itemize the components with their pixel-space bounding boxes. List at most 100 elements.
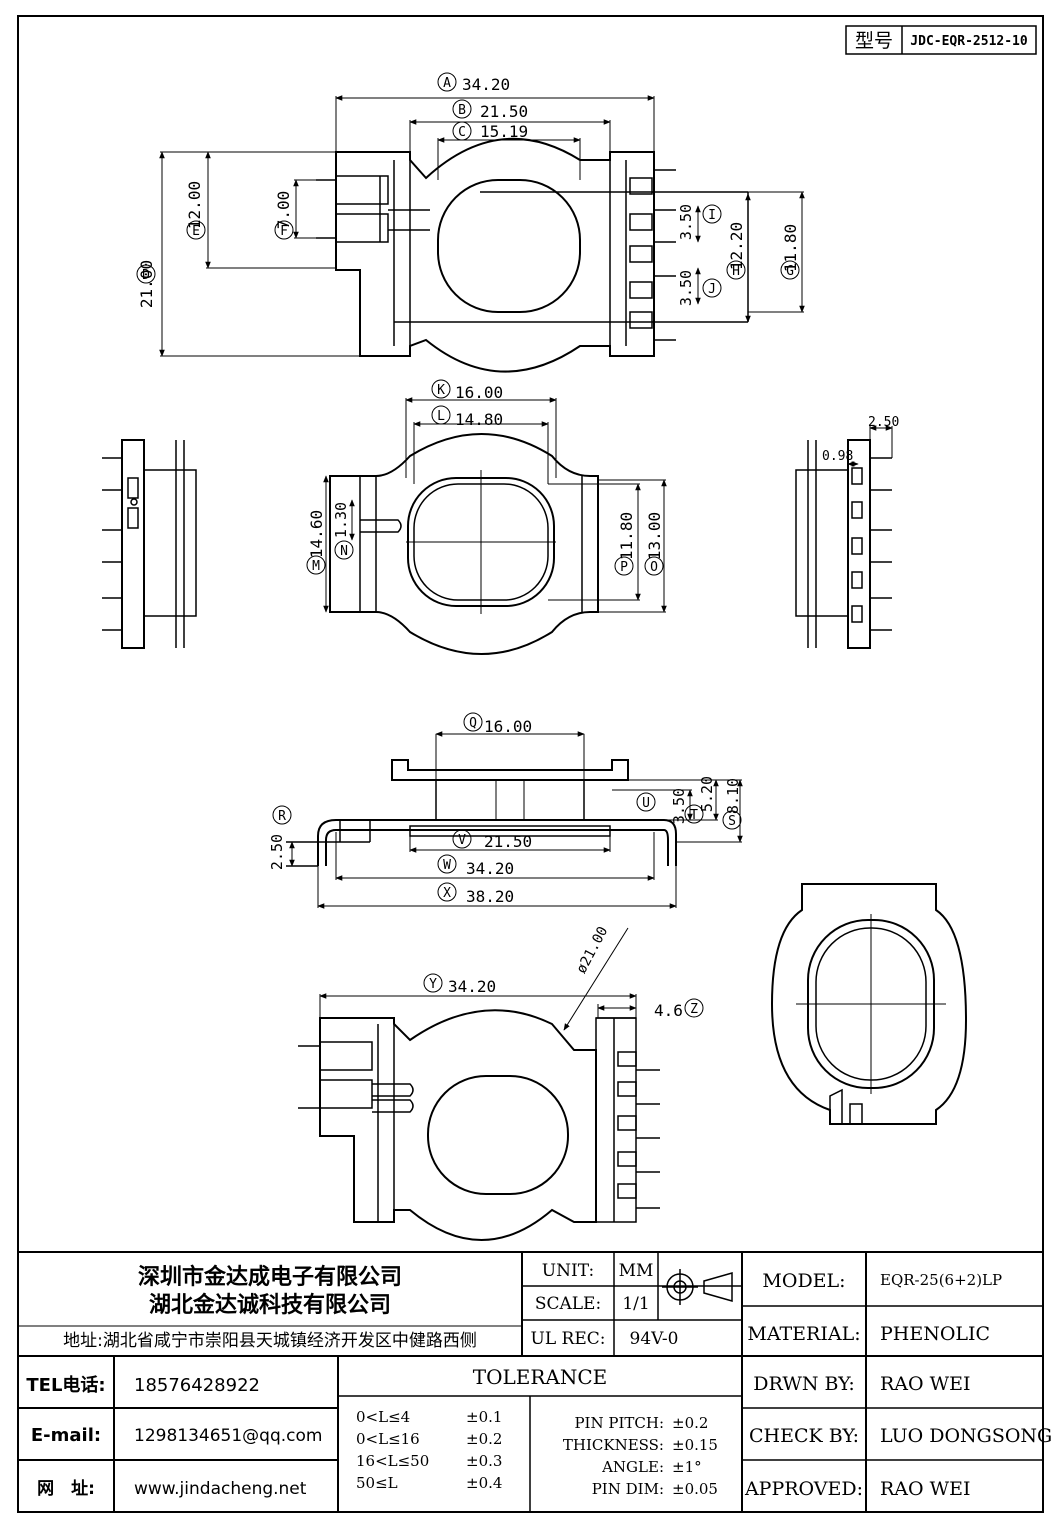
dim-phi: ø21.00: [574, 924, 612, 976]
model-number-box: 型号 JDC-EQR-2512-10: [845, 25, 1037, 55]
company-address: 地址:湖北省咸宁市崇阳县天城镇经济开发区中健路西侧: [63, 1331, 477, 1351]
dim-w: 34.20: [466, 859, 514, 878]
dim-l-callout: L 14.80: [431, 405, 503, 429]
side-elevation-view: [286, 734, 677, 867]
unit-label: UNIT:: [542, 1261, 594, 1281]
tol-range-2: 0<L≤16: [356, 1430, 420, 1448]
email-value: 1298134651@qq.com: [134, 1426, 322, 1446]
dim-x: 38.20: [466, 887, 514, 906]
dim-f-callout: 7.00: [274, 191, 293, 230]
dim-m-letter: M: [306, 555, 326, 575]
letter-s: S: [728, 814, 736, 829]
dim-y-callout: Y 34.20: [423, 973, 496, 996]
dim-v-callout: V 21.50: [452, 829, 532, 851]
letter-r: R: [278, 809, 286, 824]
spec-name-3: ANGLE:: [601, 1458, 664, 1476]
spec-tol-3: ±1°: [672, 1458, 702, 1476]
dim-r-letter: R: [272, 805, 292, 825]
dim-side-w: 2.50: [868, 415, 899, 430]
material-label: MATERIAL:: [747, 1323, 860, 1345]
dim-e-letter: E: [186, 220, 206, 240]
dim-p-letter: P: [614, 556, 634, 576]
drawn-label: DRWN BY:: [753, 1373, 855, 1395]
dim-e: 12.00: [185, 181, 204, 229]
dim-f: 7.00: [274, 191, 293, 230]
letter-g: G: [786, 264, 794, 279]
dim-j-letter: J: [702, 278, 722, 298]
letter-v: V: [458, 833, 466, 848]
dim-s-letter: S: [722, 810, 742, 830]
tolerance-title: TOLERANCE: [473, 1365, 608, 1389]
ul-label: UL REC:: [531, 1329, 606, 1349]
dim-i-callout: 3.50: [677, 204, 695, 240]
letter-t: T: [690, 808, 698, 823]
dim-a-callout: A 34.20: [437, 72, 510, 94]
email-label: E-mail:: [31, 1425, 101, 1446]
company-name-1: 深圳市金达成电子有限公司: [138, 1264, 402, 1290]
web-label: 网 址:: [37, 1479, 95, 1499]
dim-x-callout: X 38.20: [437, 882, 514, 906]
top-view: [316, 137, 749, 373]
tel-label: TEL电话:: [26, 1374, 105, 1396]
bottom-view-dimensions: [319, 927, 637, 1031]
tol-range-3: 16<L≤50: [356, 1452, 429, 1470]
dim-u: 3.50: [670, 788, 688, 824]
end-view: [770, 883, 968, 1125]
dim-g-letter: G: [780, 260, 800, 280]
dim-c: 15.19: [480, 122, 528, 141]
letter-q: Q: [469, 716, 477, 731]
right-side-dimensions: [847, 425, 893, 467]
dim-j: 3.50: [677, 270, 695, 306]
model-box-label: 型号: [855, 30, 893, 52]
right-side-dim-text: 2.50 0.98: [822, 415, 899, 464]
tol-value-2: ±0.2: [466, 1430, 502, 1448]
dim-k: 16.00: [455, 383, 503, 402]
bottom-view-dim-text: Y 34.20 4.6 Z ø21.00: [423, 924, 704, 1020]
dim-n: 1.30: [332, 502, 350, 538]
dim-l: 14.80: [455, 410, 503, 429]
letter-y: Y: [429, 977, 437, 992]
model-box-value: JDC-EQR-2512-10: [910, 34, 1028, 49]
front-view: [329, 433, 599, 655]
spec-name-2: THICKNESS:: [563, 1436, 664, 1454]
web-value: www.jindacheng.net: [134, 1479, 307, 1499]
model-value: EQR-25(6+2)LP: [880, 1271, 1002, 1289]
dim-q-callout: Q 16.00: [463, 712, 532, 736]
letter-i: I: [708, 208, 716, 223]
side-elevation-dim-text: Q 16.00 R 2.50 V 21.50 W 34.20 X 38.20 U…: [268, 712, 742, 906]
top-view-dim-text: A 34.20 B 21.50 C 15.19 21.00 D 12.00 E …: [136, 72, 800, 308]
spec-tol-1: ±0.2: [672, 1414, 708, 1432]
dim-z-callout: 4.6 Z: [654, 998, 704, 1020]
title-block-right: MODEL: EQR-25(6+2)LP MATERIAL: PHENOLIC …: [744, 1270, 1052, 1500]
dim-side-t: 0.98: [822, 449, 853, 464]
letter-b: B: [458, 103, 466, 118]
bottom-view: [298, 1009, 660, 1241]
dim-e-callout: 12.00: [185, 181, 204, 229]
dim-q: 16.00: [484, 717, 532, 736]
front-view-dimensions: [323, 397, 667, 613]
letter-e: E: [192, 224, 200, 239]
spec-name-1: PIN PITCH:: [574, 1414, 664, 1432]
company-block: 深圳市金达成电子有限公司 湖北金达诚科技有限公司 地址:湖北省咸宁市崇阳县天城镇…: [26, 1264, 476, 1499]
scale-value: 1/1: [622, 1294, 649, 1314]
letter-p: P: [620, 560, 628, 575]
check-value: LUO DONGSONG: [880, 1425, 1052, 1447]
dim-h-callout: 12.20: [727, 222, 746, 270]
tel-value: 18576428922: [134, 1375, 260, 1396]
letter-h: H: [732, 264, 740, 279]
dim-z: 4.6: [654, 1001, 683, 1020]
letter-x: X: [443, 886, 451, 901]
letter-l: L: [437, 409, 445, 424]
dim-b-callout: B 21.50: [452, 99, 528, 121]
unit-value: MM: [619, 1261, 654, 1281]
check-label: CHECK BY:: [749, 1425, 859, 1447]
letter-k: K: [437, 383, 445, 398]
dim-n-letter: N: [334, 540, 354, 560]
dim-i-letter: I: [702, 204, 722, 224]
letter-u: U: [642, 796, 650, 811]
drawn-value: RAO WEI: [880, 1373, 971, 1395]
letter-a: A: [443, 76, 451, 91]
dim-i: 3.50: [677, 204, 695, 240]
tol-range-4: 50≤L: [356, 1474, 398, 1492]
dim-g: 11.80: [781, 224, 800, 272]
